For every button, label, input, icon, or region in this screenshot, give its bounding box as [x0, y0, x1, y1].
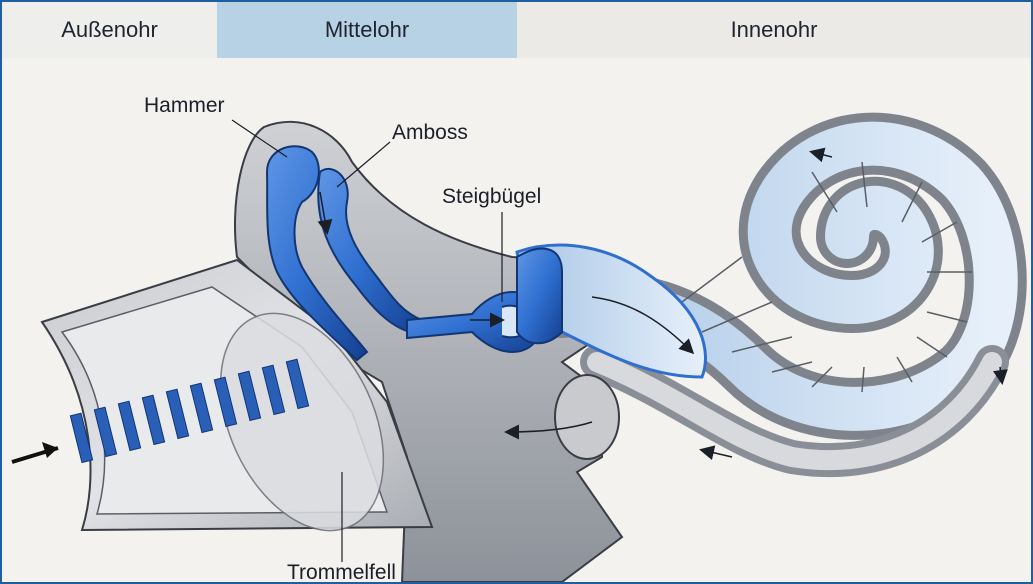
label-hammer: Hammer	[144, 94, 225, 117]
sound-wave-arrow	[12, 442, 58, 462]
label-amboss: Amboss	[392, 121, 468, 144]
label-trommelfell: Trommelfell	[287, 561, 396, 582]
round-window	[555, 375, 619, 459]
label-steigbuegel: Steigbügel	[442, 185, 541, 208]
